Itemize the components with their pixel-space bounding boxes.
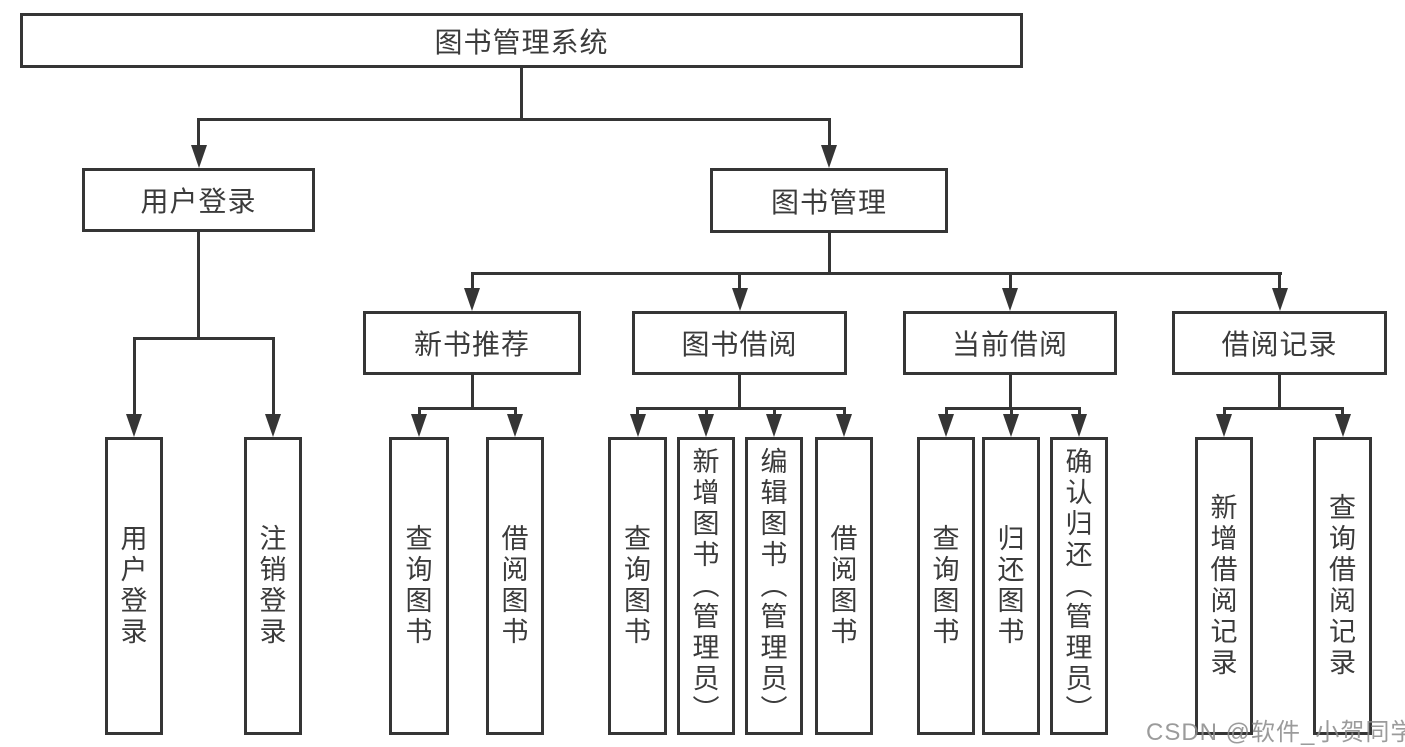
connector-line (1278, 272, 1281, 292)
leaf-confirm-return-admin: 确认归还︵管理员︶ (1050, 437, 1108, 735)
connector-line (772, 407, 776, 419)
arrowhead-down-icon (190, 145, 207, 168)
arrowhead-down-icon (836, 414, 852, 437)
leaf-logout: 注销登录 (244, 437, 302, 735)
connector-line (827, 118, 831, 148)
connector-line (738, 272, 741, 292)
connector-line (636, 407, 639, 419)
arrowhead-down-icon (731, 288, 748, 311)
connector-line (704, 407, 708, 419)
connector-line (132, 337, 275, 340)
arrowhead-down-icon (938, 414, 954, 437)
watermark: CSDN @软件_小贺同学 (1146, 719, 1405, 746)
leaf-query-books-borrow: 查询图书 (608, 437, 667, 735)
leaf-edit-books-admin: 编辑图书︵管理员︶ (745, 437, 803, 735)
leaf-borrow-books-recommend: 借阅图书 (486, 437, 544, 735)
connector-line (1077, 407, 1081, 419)
connector-line (1008, 375, 1012, 409)
leaf-query-books-recommend: 查询图书 (389, 437, 449, 735)
connector-line (1278, 375, 1281, 409)
connector-line (1341, 407, 1344, 419)
leaf-add-books-admin: 新增图书︵管理员︶ (677, 437, 735, 735)
arrowhead-down-icon (766, 414, 782, 437)
connector-line (513, 407, 517, 419)
connector-line (842, 407, 846, 419)
node-user-login: 用户登录 (82, 168, 315, 232)
connector-line (1222, 407, 1226, 419)
arrowhead-down-icon (126, 414, 142, 437)
arrowhead-down-icon (1216, 414, 1232, 437)
connector-line (417, 407, 421, 419)
connector-line (827, 233, 831, 274)
connector-line (271, 337, 275, 417)
leaf-return-books: 归还图书 (982, 437, 1040, 735)
arrowhead-down-icon (464, 288, 480, 311)
connector-line (197, 118, 830, 121)
arrowhead-down-icon (411, 414, 427, 437)
arrowhead-down-icon (1334, 414, 1351, 437)
connector-line (738, 375, 741, 409)
connector-line (944, 407, 948, 419)
arrowhead-down-icon (1003, 414, 1019, 437)
arrowhead-down-icon (821, 145, 837, 168)
connector-line (636, 407, 846, 410)
node-current-borrow: 当前借阅 (903, 311, 1117, 375)
connector-line (470, 272, 1282, 275)
connector-line (417, 407, 517, 410)
leaf-query-borrow-record: 查询借阅记录 (1313, 437, 1372, 735)
leaf-borrow-books: 借阅图书 (815, 437, 873, 735)
arrowhead-down-icon (507, 414, 523, 437)
connector-line (470, 375, 474, 409)
arrowhead-down-icon (698, 414, 714, 437)
connector-line (1222, 407, 1343, 410)
node-borrow-records: 借阅记录 (1172, 311, 1387, 375)
connector-line (520, 68, 523, 119)
leaf-user-login: 用户登录 (105, 437, 163, 735)
leaf-query-books-current: 查询图书 (917, 437, 975, 735)
connector-line (197, 118, 200, 148)
arrowhead-down-icon (1271, 288, 1288, 311)
leaf-add-borrow-record: 新增借阅记录 (1195, 437, 1253, 735)
connector-line (1008, 272, 1012, 292)
connector-line (132, 337, 136, 417)
node-library-management-system: 图书管理系统 (20, 13, 1023, 68)
connector-line (197, 232, 200, 337)
node-book-borrow: 图书借阅 (632, 311, 847, 375)
arrowhead-down-icon (629, 414, 646, 437)
arrowhead-down-icon (265, 414, 281, 437)
node-book-management: 图书管理 (710, 168, 948, 233)
node-new-book-recommend: 新书推荐 (363, 311, 581, 375)
arrowhead-down-icon (1071, 414, 1087, 437)
connector-line (470, 272, 474, 292)
connector-line (944, 407, 1081, 410)
arrowhead-down-icon (1002, 288, 1018, 311)
connector-line (1009, 407, 1013, 419)
